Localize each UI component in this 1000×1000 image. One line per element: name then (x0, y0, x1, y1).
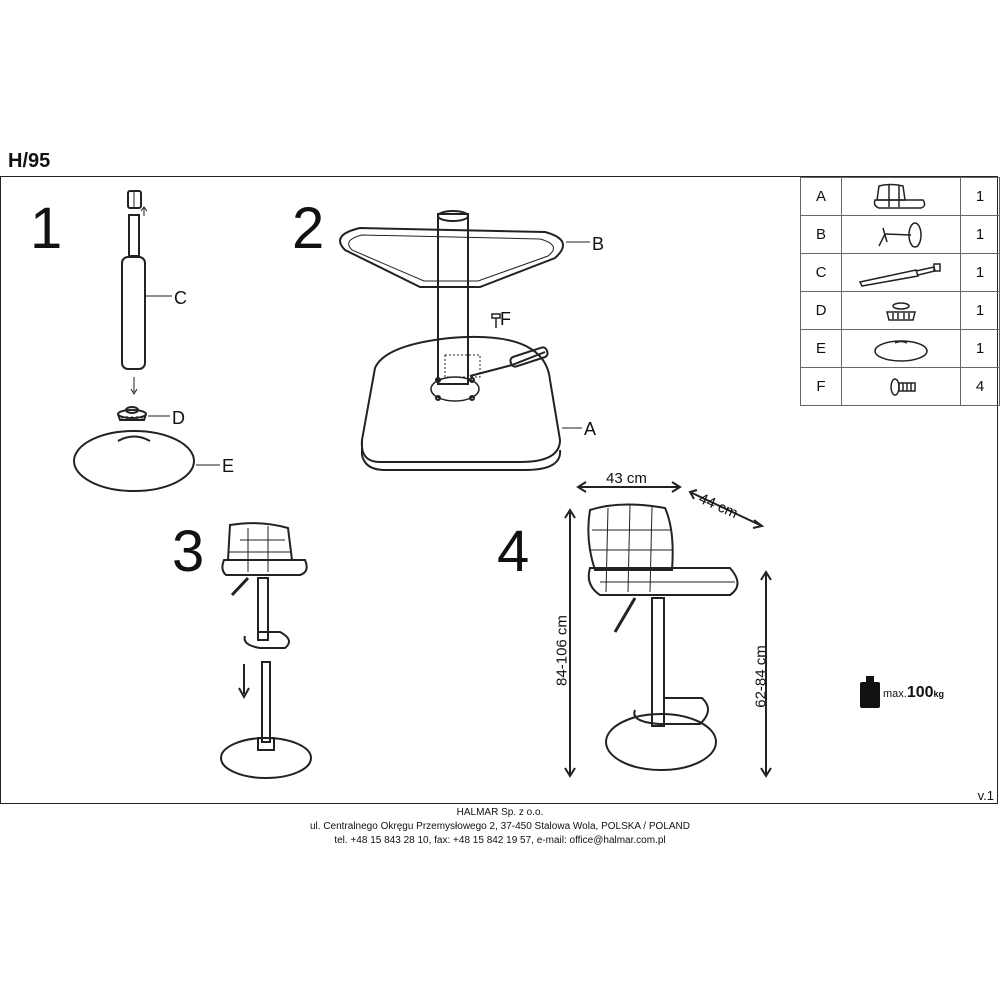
part-key: B (800, 215, 842, 254)
parts-row: E 1 (800, 329, 1000, 368)
callout-f: F (500, 309, 511, 329)
footer: HALMAR Sp. z o.o. ul. Centralnego Okręgu… (0, 806, 1000, 848)
base-cap-icon (117, 406, 147, 421)
dimension-total-height: 84-106 cm (553, 615, 571, 686)
footer-company: HALMAR Sp. z o.o. (456, 807, 544, 818)
base-disc-icon (73, 430, 195, 492)
step-3-illustration (220, 522, 312, 779)
callout-c: C (174, 288, 187, 308)
max-load-label: max.100kg (883, 684, 944, 702)
parts-row: B 1 (800, 215, 1000, 254)
weight-icon (860, 676, 880, 708)
parts-row: C 1 (800, 253, 1000, 292)
part-key: E (800, 329, 842, 368)
part-key: C (800, 253, 842, 292)
screw-f-icon (491, 313, 501, 319)
parts-row: F 4 (800, 367, 1000, 406)
footrest-lever-icon (878, 221, 922, 248)
callout-e: E (222, 456, 235, 476)
max-load-value: 100 (906, 684, 934, 701)
part-qty: 4 (960, 367, 1000, 406)
gas-lift-icon (858, 262, 941, 287)
step-2-number: 2 (292, 196, 325, 261)
footer-contact: tel. +48 15 843 28 10, fax: +48 15 842 1… (334, 835, 666, 846)
gas-lift-piston (128, 214, 140, 257)
base-cap-icon (886, 301, 916, 321)
callout-b: B (592, 234, 605, 254)
max-load-prefix: max. (883, 688, 907, 700)
parts-row: D 1 (800, 291, 1000, 330)
step-2-illustration (339, 210, 590, 471)
seat-icon (873, 183, 926, 209)
instruction-frame (0, 176, 998, 804)
parts-row: A 1 (800, 177, 1000, 216)
part-qty: 1 (960, 253, 1000, 292)
part-qty: 1 (960, 215, 1000, 254)
dimension-width: 43 cm (606, 470, 647, 487)
part-key: D (800, 291, 842, 330)
step-4-number: 4 (497, 519, 530, 584)
footer-address: ul. Centralnego Okręgu Przemysłowego 2, … (309, 821, 690, 832)
base-icon (874, 339, 928, 362)
step-1-illustration (73, 190, 220, 492)
part-key: A (800, 177, 842, 216)
parts-table: A 1 B 1 C 1 D 1 E 1 F 4 (800, 177, 1000, 406)
part-qty: 1 (960, 177, 1000, 216)
part-qty: 1 (960, 329, 1000, 368)
dimension-seat-height: 62-84 cm (752, 645, 770, 708)
part-qty: 1 (960, 291, 1000, 330)
step-1-number: 1 (30, 196, 63, 261)
callout-d: D (172, 408, 185, 428)
version-label: v.1 (977, 788, 994, 803)
max-load-unit: kg (933, 689, 945, 699)
step-3-number: 3 (172, 519, 205, 584)
gas-lift-cylinder (121, 256, 146, 370)
step-4-illustration (564, 481, 772, 778)
screw-icon (890, 377, 916, 396)
part-key: F (800, 367, 842, 406)
model-code: H/95 (8, 150, 51, 172)
callout-a: A (584, 419, 597, 439)
